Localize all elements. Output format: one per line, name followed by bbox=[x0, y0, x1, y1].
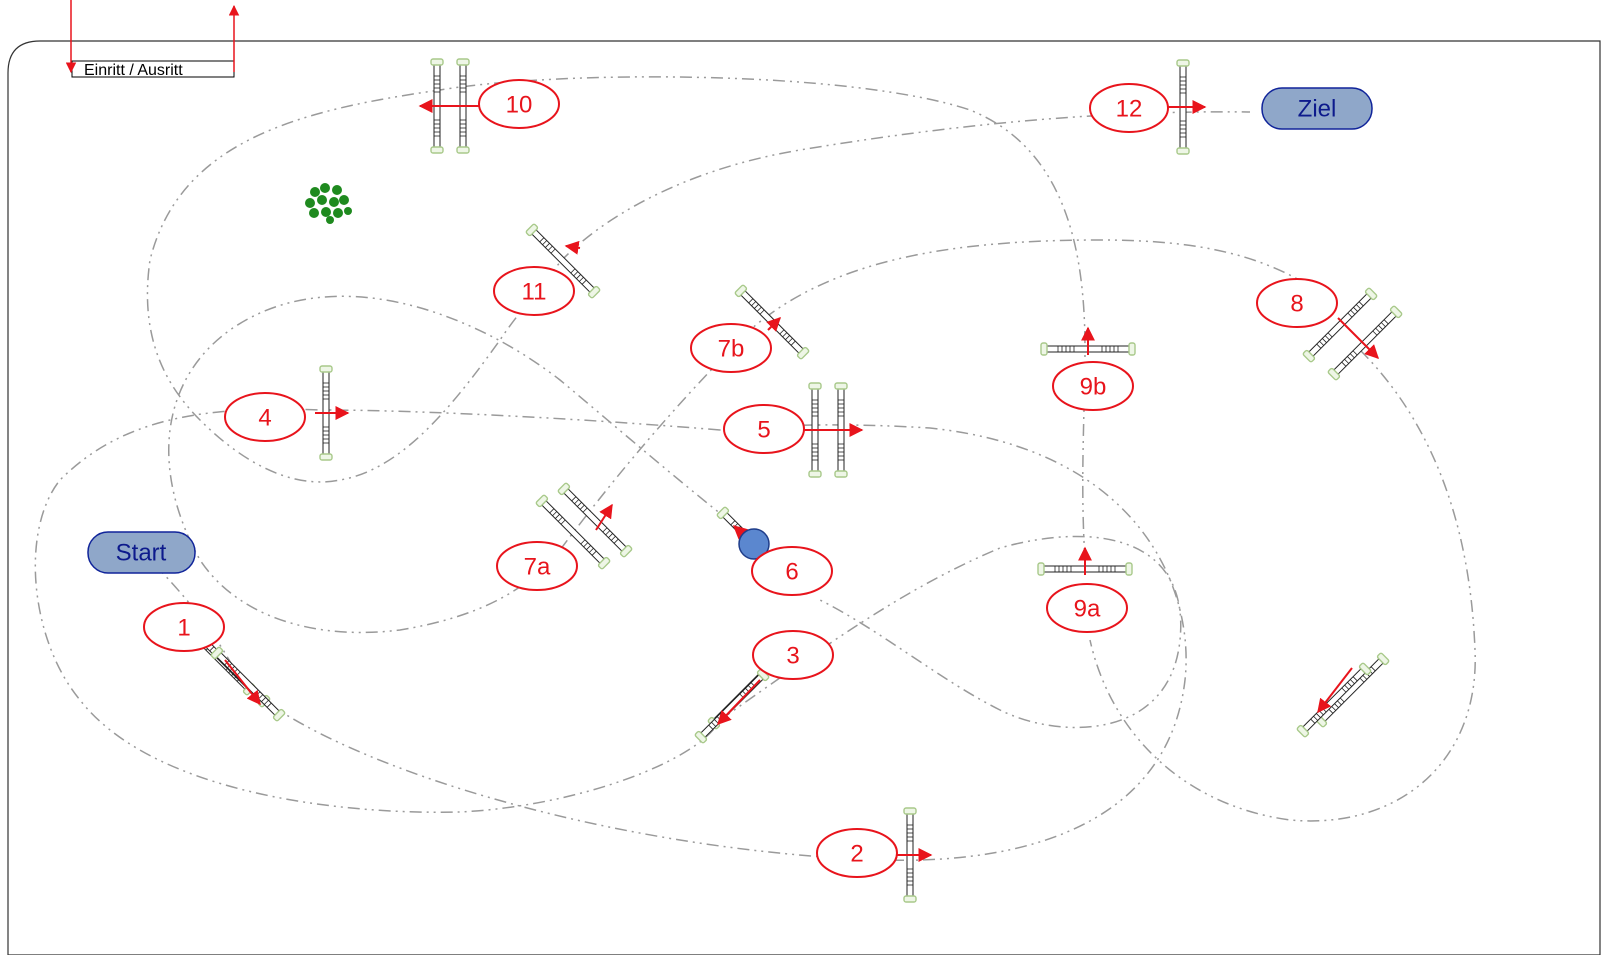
obstacle-11-jump bbox=[524, 222, 602, 300]
arena-border bbox=[7, 40, 1601, 955]
svg-text:Start: Start bbox=[116, 540, 167, 567]
number-badge-9b: 9b bbox=[1052, 361, 1134, 411]
svg-text:3: 3 bbox=[786, 643, 799, 670]
obstacle-9a-jump bbox=[1037, 546, 1133, 576]
entry-exit-label: Einritt / Ausritt bbox=[84, 62, 183, 79]
number-badge-8: 8 bbox=[1256, 278, 1338, 328]
number-badge-9a: 9a bbox=[1046, 583, 1128, 633]
start-marker: Start bbox=[87, 531, 196, 574]
obstacle-4-jump bbox=[315, 365, 350, 461]
obstacle-10-jump bbox=[418, 58, 480, 154]
obstacle-5-jump bbox=[800, 382, 864, 478]
obstacle-7b-jump bbox=[733, 283, 811, 361]
obstacle-3-jump bbox=[693, 653, 784, 745]
number-badge-10: 10 bbox=[478, 79, 560, 129]
entry-exit: Einritt / Ausritt bbox=[65, 0, 240, 79]
svg-text:9a: 9a bbox=[1074, 596, 1101, 623]
svg-text:12: 12 bbox=[1116, 96, 1143, 123]
riding-path bbox=[34, 76, 1476, 862]
obstacle-2-jump bbox=[896, 807, 933, 903]
obstacle-8-jump bbox=[1301, 286, 1404, 382]
svg-text:7a: 7a bbox=[524, 554, 551, 581]
number-badge-1: 1 bbox=[143, 602, 225, 652]
number-badge-7b: 7b bbox=[690, 323, 772, 373]
obstacle-6-jump bbox=[715, 505, 793, 583]
number-badge-4: 4 bbox=[224, 392, 306, 442]
obstacle-12-jump bbox=[1168, 59, 1207, 155]
number-badge-7a: 7a bbox=[496, 541, 578, 591]
svg-text:Ziel: Ziel bbox=[1298, 96, 1337, 123]
svg-text:9b: 9b bbox=[1080, 374, 1107, 401]
bush-decoration bbox=[305, 183, 352, 224]
svg-text:4: 4 bbox=[258, 405, 271, 432]
svg-text:11: 11 bbox=[522, 279, 547, 306]
svg-text:2: 2 bbox=[850, 841, 863, 868]
number-badge-3: 3 bbox=[752, 630, 834, 680]
number-badge-11: 11 bbox=[493, 266, 575, 316]
number-badge-6: 6 bbox=[751, 546, 833, 596]
svg-text:7b: 7b bbox=[718, 336, 745, 363]
obstacle-9b-jump bbox=[1040, 326, 1136, 356]
svg-text:1: 1 bbox=[177, 615, 190, 642]
number-badge-12: 12 bbox=[1089, 83, 1169, 133]
svg-text:8: 8 bbox=[1290, 291, 1303, 318]
obstacle-7a-jump bbox=[534, 481, 634, 571]
finish-marker: Ziel bbox=[1261, 87, 1373, 130]
number-badge-2: 2 bbox=[816, 828, 898, 878]
svg-text:6: 6 bbox=[785, 559, 798, 586]
obstacle-6-marker bbox=[738, 528, 770, 560]
obstacle-unnumbered-jump bbox=[1295, 651, 1391, 739]
number-badge-5: 5 bbox=[723, 404, 805, 454]
svg-text:10: 10 bbox=[506, 92, 533, 119]
obstacle-1-jump bbox=[179, 619, 287, 723]
svg-text:5: 5 bbox=[757, 417, 770, 444]
